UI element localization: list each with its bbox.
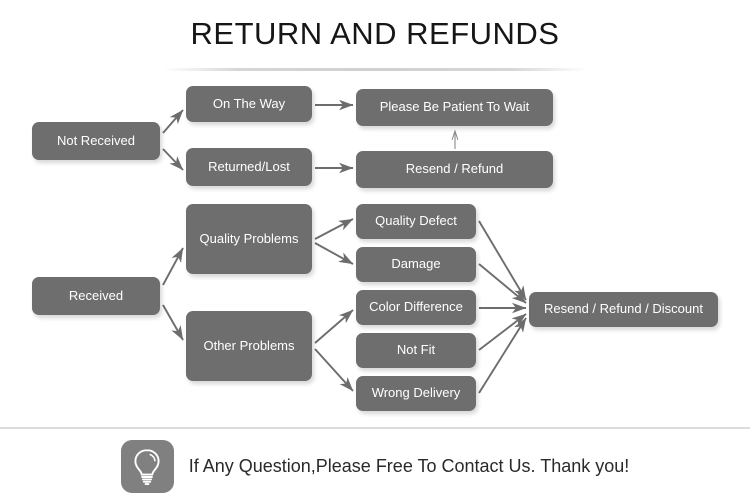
node-please-be-patient-to-wait[interactable]: Please Be Patient To Wait [356,89,553,126]
connector-not-fit-to-final [478,313,527,351]
node-color-difference[interactable]: Color Difference [356,290,476,325]
node-wrong-delivery[interactable]: Wrong Delivery [356,376,476,411]
node-damage[interactable]: Damage [356,247,476,282]
node-resend-refund-discount[interactable]: Resend / Refund / Discount [529,292,718,327]
connector-other-problems-to-wrong-delivery [314,348,354,392]
footer: If Any Question,Please Free To Contact U… [0,432,750,500]
connector-other-problems-to-color-difference [314,309,354,344]
page-title: RETURN AND REFUNDS [190,16,560,51]
connector-quality-defect-to-final [478,220,527,301]
lightbulb-icon [120,439,174,493]
title-divider [163,68,587,71]
connector-not-received-to-returned-lost [162,148,184,171]
connector-quality-problems-to-damage [314,242,354,265]
node-not-fit[interactable]: Not Fit [356,333,476,368]
node-returned-lost[interactable]: Returned/Lost [186,148,312,186]
connector-damage-to-final [478,263,527,304]
connector-quality-problems-to-quality-defect [314,218,354,240]
footer-message: If Any Question,Please Free To Contact U… [188,455,630,476]
node-not-received[interactable]: Not Received [32,122,160,160]
connector-wrong-delivery-to-final [478,317,527,394]
node-quality-problems[interactable]: Quality Problems [186,204,312,274]
node-received[interactable]: Received [32,277,160,315]
node-quality-defect[interactable]: Quality Defect [356,204,476,239]
node-resend-refund[interactable]: Resend / Refund [356,151,553,188]
node-other-problems[interactable]: Other Problems [186,311,312,381]
connector-received-to-quality-problems [162,247,184,286]
footer-divider [0,427,750,429]
connector-not-received-to-on-the-way [162,109,184,134]
connector-received-to-other-problems [162,304,184,341]
node-on-the-way[interactable]: On The Way [186,86,312,122]
